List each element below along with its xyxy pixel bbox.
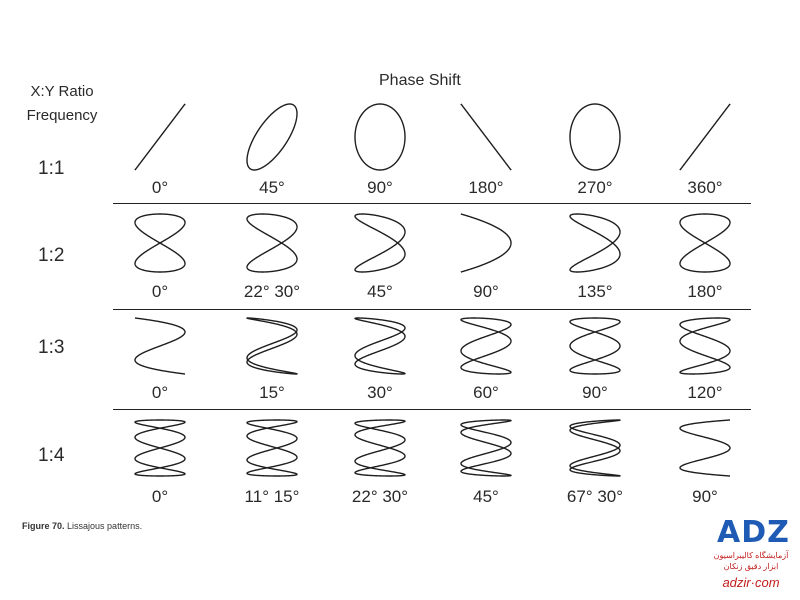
lissajous-figure [246,103,298,171]
lissajous-curve [354,419,406,477]
phase-angle-label: 67° 30° [566,487,624,506]
figure-caption: Figure 70. Lissajous patterns. [22,521,142,531]
phase-angle-label: 0° [151,282,169,301]
logo-site: adzir·com [722,575,780,590]
phase-angle-label: 90° [582,383,608,402]
lissajous-figure [569,103,621,171]
phase-angle-label: 0° [151,383,169,402]
phase-angle-label: 120° [687,383,723,402]
lissajous-figure [246,317,298,375]
phase-angle-label: 60° [473,383,499,402]
lissajous-curve [679,103,731,171]
lissajous-curve [569,103,621,171]
lissajous-figure [569,317,621,375]
xy-ratio-label: X:Y Ratio [30,83,94,100]
phase-angle-label: 270° [577,178,613,197]
lissajous-figure [460,317,512,375]
phase-angle-label: 22° 30° [351,487,409,506]
lissajous-curve [134,419,186,477]
logo-line2: ابزار دقیق زنکان [723,562,779,571]
lissajous-figure [569,419,621,477]
row-divider [113,409,751,410]
lissajous-curve [246,103,298,171]
phase-angle-label: 30° [367,383,393,402]
figure-caption-label: Figure 70. [22,521,65,531]
phase-angle-label: 90° [473,282,499,301]
lissajous-figure [354,419,406,477]
phase-angle-label: 360° [687,178,723,197]
lissajous-figure [354,317,406,375]
lissajous-figure [246,419,298,477]
lissajous-figure [134,103,186,171]
lissajous-curve [354,317,406,375]
frequency-label: Frequency [26,107,98,124]
lissajous-figure [679,419,731,477]
row-divider [113,309,751,310]
lissajous-figure [460,213,512,273]
lissajous-curve [246,213,298,273]
lissajous-figure [134,317,186,375]
phase-angle-label: 0° [151,178,169,197]
lissajous-curve [460,419,512,477]
lissajous-figure [134,213,186,273]
phase-angle-label: 22° 30° [243,282,301,301]
adz-logo: ADZ آزمایشگاه کالیبراسیون ابزار دقیق زنک… [705,515,795,595]
lissajous-curve [569,213,621,273]
lissajous-figure [679,317,731,375]
lissajous-curve [246,419,298,477]
lissajous-curve [679,317,731,375]
lissajous-curve [569,419,621,477]
lissajous-figure [134,419,186,477]
lissajous-curve [460,317,512,375]
lissajous-curve [354,213,406,273]
phase-angle-label: 45° [259,178,285,197]
lissajous-figure [246,213,298,273]
row-divider [113,203,751,204]
phase-angle-label: 15° [259,383,285,402]
phase-shift-title: Phase Shift [379,72,461,89]
lissajous-curve [679,213,731,273]
ratio-label: 1:3 [38,337,65,358]
phase-angle-label: 135° [577,282,613,301]
lissajous-figure [679,103,731,171]
lissajous-curve [460,213,512,273]
lissajous-curve [460,103,512,171]
lissajous-curve [134,317,186,375]
lissajous-curve [134,103,186,171]
lissajous-curve [679,419,731,477]
ratio-label: 1:1 [38,158,65,179]
ratio-label: 1:4 [38,445,65,466]
xy-ratio-header: X:Y Ratio Frequency [22,80,102,128]
lissajous-curve [354,103,406,171]
phase-angle-label: 180° [468,178,504,197]
figure-caption-text: Lissajous patterns. [67,521,143,531]
lissajous-figure [460,419,512,477]
logo-mark: ADZ [717,515,790,550]
lissajous-figure [569,213,621,273]
phase-angle-label: 180° [687,282,723,301]
ratio-label: 1:2 [38,245,65,266]
lissajous-figure [354,103,406,171]
phase-angle-label: 45° [473,487,499,506]
lissajous-figure [679,213,731,273]
lissajous-figure [460,103,512,171]
logo-line1: آزمایشگاه کالیبراسیون [713,551,789,560]
phase-angle-label: 45° [367,282,393,301]
phase-angle-label: 90° [367,178,393,197]
lissajous-curve [246,317,298,375]
phase-angle-label: 11° 15° [244,487,300,506]
lissajous-curve [569,317,621,375]
lissajous-figure [354,213,406,273]
phase-angle-label: 0° [151,487,169,506]
lissajous-curve [134,213,186,273]
phase-angle-label: 90° [692,487,718,506]
